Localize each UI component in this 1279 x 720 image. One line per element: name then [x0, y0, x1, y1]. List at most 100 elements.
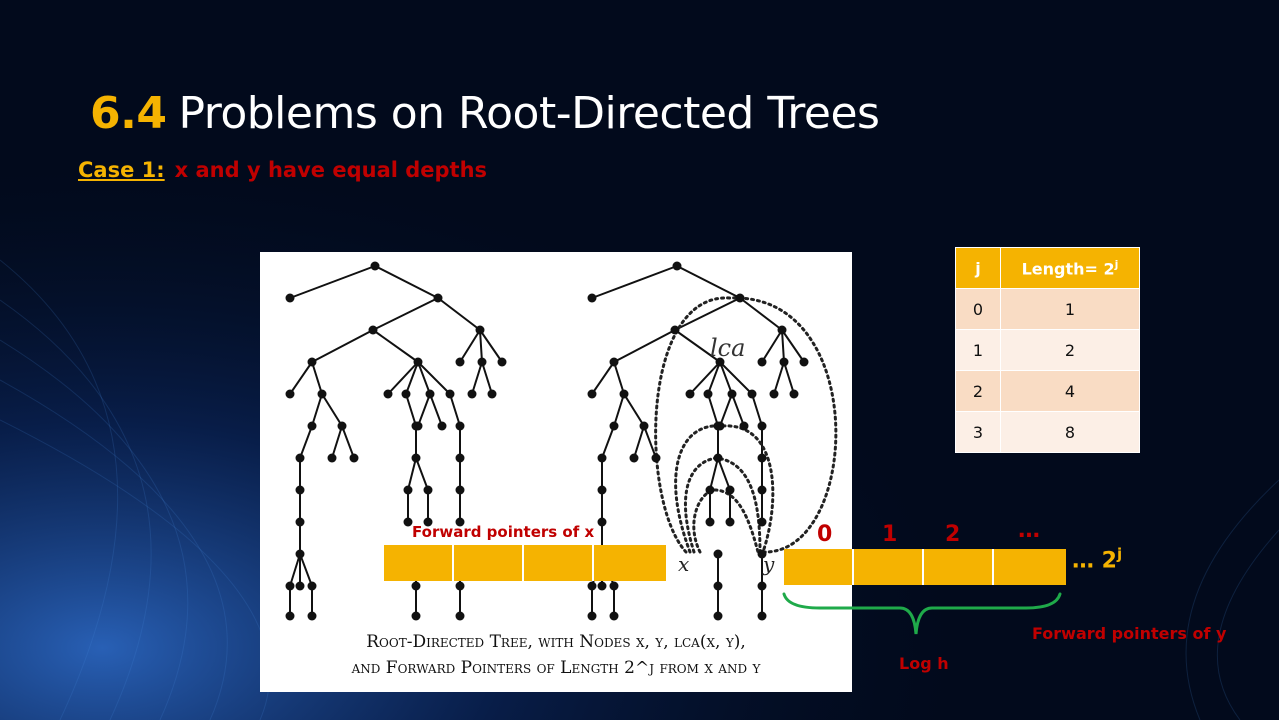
table-cell: 2 — [1000, 329, 1140, 371]
tree-edge — [613, 393, 625, 427]
pointer-cell — [594, 545, 666, 581]
pointer-length-table: j Length= 2j 0 1 1 2 2 4 3 8 — [955, 247, 1140, 453]
tree-edge — [773, 361, 785, 395]
forward-pointers-x-label: Forward pointers of x — [412, 523, 595, 541]
tree-node — [779, 357, 789, 367]
tree-node — [433, 293, 443, 303]
tree-node — [757, 549, 767, 559]
table-row: 0 1 — [955, 288, 1140, 330]
tree-node — [757, 421, 767, 431]
tree-node — [619, 389, 629, 399]
tree-edge — [289, 553, 301, 587]
table-cell: 2 — [955, 370, 1001, 412]
tree-node — [597, 453, 607, 463]
tree-edge — [405, 361, 419, 395]
tree-edge — [613, 329, 676, 363]
table-header-length-exponent: j — [1114, 257, 1119, 271]
tree-edge — [374, 265, 439, 299]
table-header-length: Length= 2j — [1000, 247, 1140, 289]
tree-node — [713, 421, 723, 431]
pointer-length-label: … 2j — [1072, 545, 1122, 573]
tree-edge — [429, 393, 443, 427]
tree-edge — [707, 393, 719, 427]
tree-edge — [407, 457, 417, 491]
tree-edge — [387, 361, 419, 395]
tree-node — [413, 357, 423, 367]
table-cell: 1 — [1000, 288, 1140, 330]
tree-node — [725, 485, 735, 495]
tree-edge — [591, 361, 615, 395]
tree-node — [295, 453, 305, 463]
tree-node — [715, 357, 725, 367]
log-h-label: Log h — [899, 654, 949, 673]
tree-node — [705, 485, 715, 495]
pointer-index-2: 2 — [945, 522, 961, 547]
tree-edge — [689, 361, 721, 395]
tree-node — [383, 389, 393, 399]
tree-node — [789, 389, 799, 399]
figure-caption-line1: Root-Directed Tree, with Nodes x, y, lca… — [366, 632, 746, 652]
tree-edge — [676, 265, 741, 299]
tree-node — [713, 611, 723, 621]
table-row: 3 8 — [955, 411, 1140, 453]
table-cell: 3 — [955, 411, 1001, 453]
tree-node — [455, 357, 465, 367]
tree-node — [455, 421, 465, 431]
tree-node — [670, 325, 680, 335]
tree-edge — [459, 329, 481, 363]
tree-node — [401, 389, 411, 399]
tree-edge — [417, 393, 431, 427]
figure-caption-line2: and Forward Pointers of Length 2^j from … — [351, 658, 761, 678]
tree-node — [403, 485, 413, 495]
tree-node — [497, 357, 507, 367]
tree-node — [455, 485, 465, 495]
tree-edge — [289, 265, 376, 299]
tree-node — [757, 357, 767, 367]
tree-edge — [613, 361, 625, 395]
tree-node — [629, 453, 639, 463]
tree-edge — [709, 457, 719, 491]
tree-node — [705, 517, 715, 527]
tree-edge — [299, 553, 313, 587]
table-header-j: j — [955, 247, 1001, 289]
forward-pointers-y-label: Forward pointers of y — [1032, 624, 1227, 643]
tree-node — [317, 389, 327, 399]
tree-node — [437, 421, 447, 431]
tree-node — [757, 453, 767, 463]
tree-edge — [331, 425, 343, 459]
tree-node — [609, 421, 619, 431]
tree-node — [587, 581, 597, 591]
tree-edge — [633, 425, 645, 459]
tree-node — [672, 261, 682, 271]
tree-edge — [783, 361, 795, 395]
tree-node — [597, 485, 607, 495]
tree-node — [370, 261, 380, 271]
tree-edge — [643, 425, 657, 459]
lca-label: lca — [710, 334, 746, 362]
tree-node — [285, 293, 295, 303]
tree-node — [455, 453, 465, 463]
tree-edge — [341, 425, 355, 459]
tree-node — [609, 581, 619, 591]
tree-node — [455, 517, 465, 527]
tree-node — [403, 517, 413, 527]
tree-node — [713, 581, 723, 591]
tree-node — [423, 485, 433, 495]
tree-node — [411, 611, 421, 621]
tree-node — [487, 389, 497, 399]
title-text: Problems on Root-Directed Trees — [178, 88, 880, 139]
tree-node — [735, 293, 745, 303]
tree-edge — [781, 329, 785, 363]
tree-edge — [471, 361, 483, 395]
tree-node — [609, 357, 619, 367]
tree-node — [445, 389, 455, 399]
tree-node — [713, 549, 723, 559]
tree-edge — [437, 297, 481, 331]
tree-edge — [479, 329, 503, 363]
tree-node — [727, 389, 737, 399]
tree-edge — [781, 329, 805, 363]
tree-node — [423, 517, 433, 527]
tree-node — [411, 421, 421, 431]
tree-node — [307, 421, 317, 431]
tree-node — [587, 611, 597, 621]
